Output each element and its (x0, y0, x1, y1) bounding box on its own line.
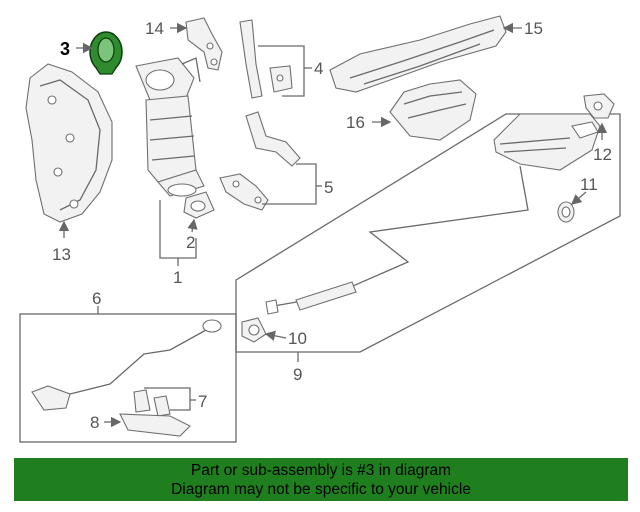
callout-1: 1 (173, 268, 182, 287)
callout-14: 14 (145, 19, 164, 38)
part-9-exhaust-pipe-assembly[interactable] (265, 113, 601, 315)
part-3-gasket[interactable] (89, 31, 123, 75)
callout-4: 4 (314, 59, 323, 78)
callout-13: 13 (52, 245, 71, 264)
part-10-gasket[interactable] (241, 317, 267, 343)
part-14-bracket[interactable] (185, 17, 223, 71)
callout-8: 8 (90, 413, 99, 432)
callout-7: 7 (198, 392, 207, 411)
part-6-box (19, 313, 237, 443)
banner-line-2: Diagram may not be specific to your vehi… (171, 481, 471, 498)
callout-10-leader (264, 330, 287, 341)
part-11-insulator[interactable] (557, 201, 575, 223)
part-1-catalytic-converter[interactable] (135, 57, 205, 197)
callout-11: 11 (580, 175, 598, 194)
exhaust-parts-diagram: 3 13 1 2 14 4 (19, 15, 621, 443)
callout-9: 9 (293, 365, 302, 384)
callout-2: 2 (186, 233, 195, 252)
part-info-banner: Part or sub-assembly is #3 in diagram Di… (14, 458, 628, 501)
part-12-hanger[interactable] (583, 93, 615, 119)
part-13-heat-shield[interactable] (25, 63, 113, 223)
callout-16: 16 (346, 113, 365, 132)
callout-7-bracket (144, 387, 191, 411)
callout-3: 3 (60, 39, 70, 59)
callout-5: 5 (324, 178, 333, 197)
callout-15: 15 (524, 19, 543, 38)
callout-4-bracket (258, 45, 305, 97)
part-16-heat-shield[interactable] (389, 79, 477, 141)
part-15-heat-shield[interactable] (329, 15, 507, 93)
part-4-hanger-brackets[interactable] (239, 19, 293, 99)
callout-11-leader (571, 191, 587, 205)
part-5-brackets[interactable] (219, 111, 301, 211)
callout-2-leader (187, 218, 198, 233)
callout-6: 6 (92, 289, 101, 308)
callout-5-bracket (262, 163, 317, 205)
banner-line-1: Part or sub-assembly is #3 in diagram (190, 462, 452, 479)
part-8-heat-shield[interactable] (119, 413, 191, 437)
callout-10: 10 (288, 329, 307, 348)
part-2-flange-gasket[interactable] (183, 191, 215, 219)
callout-12: 12 (593, 145, 612, 164)
part-7-insulators[interactable] (133, 389, 171, 417)
part-6-exhaust-pipe[interactable] (31, 319, 222, 411)
